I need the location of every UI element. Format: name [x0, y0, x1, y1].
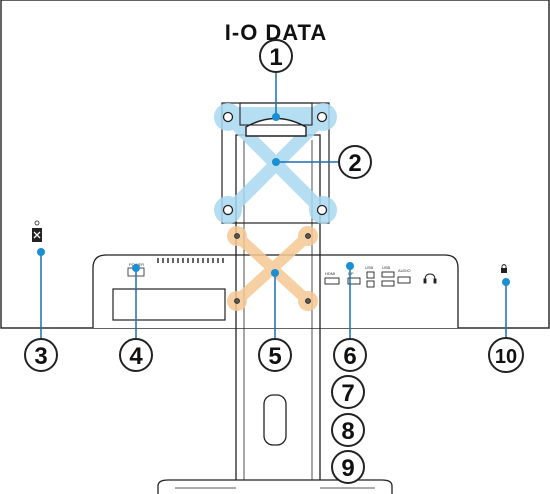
callout-2: 2: [338, 145, 372, 179]
headphone-icon: [423, 273, 437, 284]
vesa-75-highlight: [227, 226, 318, 311]
audio-port-box: [397, 276, 411, 284]
callout-8: 8: [331, 413, 365, 447]
label-plate: [112, 288, 226, 321]
callout-9-label: 9: [341, 455, 354, 482]
hdmi-port-label: HDMI: [325, 271, 335, 276]
leader-dot-2: [272, 158, 280, 166]
vesa-100-screw-bottom-right: [316, 204, 328, 216]
stand-base: [157, 479, 393, 494]
callout-10: 10: [488, 337, 524, 373]
hdmi-port: [324, 277, 340, 285]
callout-3-label: 3: [34, 343, 47, 370]
callout-5-label: 5: [268, 343, 281, 370]
leader-dot-3: [37, 248, 45, 256]
leader-dot-1: [272, 113, 280, 121]
callout-4-label: 4: [129, 343, 143, 370]
vent-slots: [157, 258, 224, 263]
dp-port-label: DP: [348, 271, 354, 276]
cable-slot: [263, 394, 287, 446]
callout-2-label: 2: [348, 150, 361, 177]
callout-1-label: 1: [269, 44, 282, 71]
callout-3: 3: [24, 338, 58, 372]
vesa-75-screw-top-right: [305, 233, 311, 239]
leader-lines: [40, 72, 507, 338]
leader-dots: [37, 113, 510, 286]
kensington-lock-icon: [32, 220, 42, 242]
leader-dot-6: [346, 262, 354, 270]
usb-port-1: [381, 271, 395, 278]
vesa-100-screw-bottom-left: [222, 204, 234, 216]
vesa-100-screw-top-right: [316, 111, 328, 123]
usb-up-port-label: USB: [365, 265, 374, 270]
callout-7-label: 7: [341, 380, 354, 407]
callout-5: 5: [258, 338, 292, 372]
usb-port-label: USB: [382, 265, 391, 270]
leader-dot-4: [132, 264, 140, 272]
callout-6: 6: [333, 338, 367, 372]
callout-10-label: 10: [495, 346, 517, 368]
vesa-75-screws: [234, 233, 311, 304]
vesa-75-screw-bottom-right: [305, 298, 311, 304]
usb-port-2: [381, 280, 395, 287]
callout-4: 4: [119, 338, 153, 372]
leader-dot-10: [502, 278, 510, 286]
vesa-100-screw-top-left: [222, 111, 234, 123]
callout-9: 9: [331, 450, 365, 484]
carry-handle: [245, 117, 307, 137]
leader-dot-5: [271, 269, 279, 277]
callout-7: 7: [331, 375, 365, 409]
port-cluster: HDMI DP USB USB AUDIO: [324, 265, 437, 288]
lock-icon: [501, 264, 507, 273]
audio-port-label: AUDIO: [398, 268, 411, 273]
usb-up-port: [366, 271, 375, 279]
callout-1: 1: [259, 39, 293, 73]
vesa-75-screw-bottom-left: [234, 298, 240, 304]
usb-up-port-2: [366, 280, 375, 288]
callout-6-label: 6: [343, 343, 356, 370]
vesa-100-screws: [222, 111, 328, 216]
dp-port: [347, 277, 361, 285]
callout-8-label: 8: [341, 418, 354, 445]
vesa-75-screw-top-left: [234, 233, 240, 239]
